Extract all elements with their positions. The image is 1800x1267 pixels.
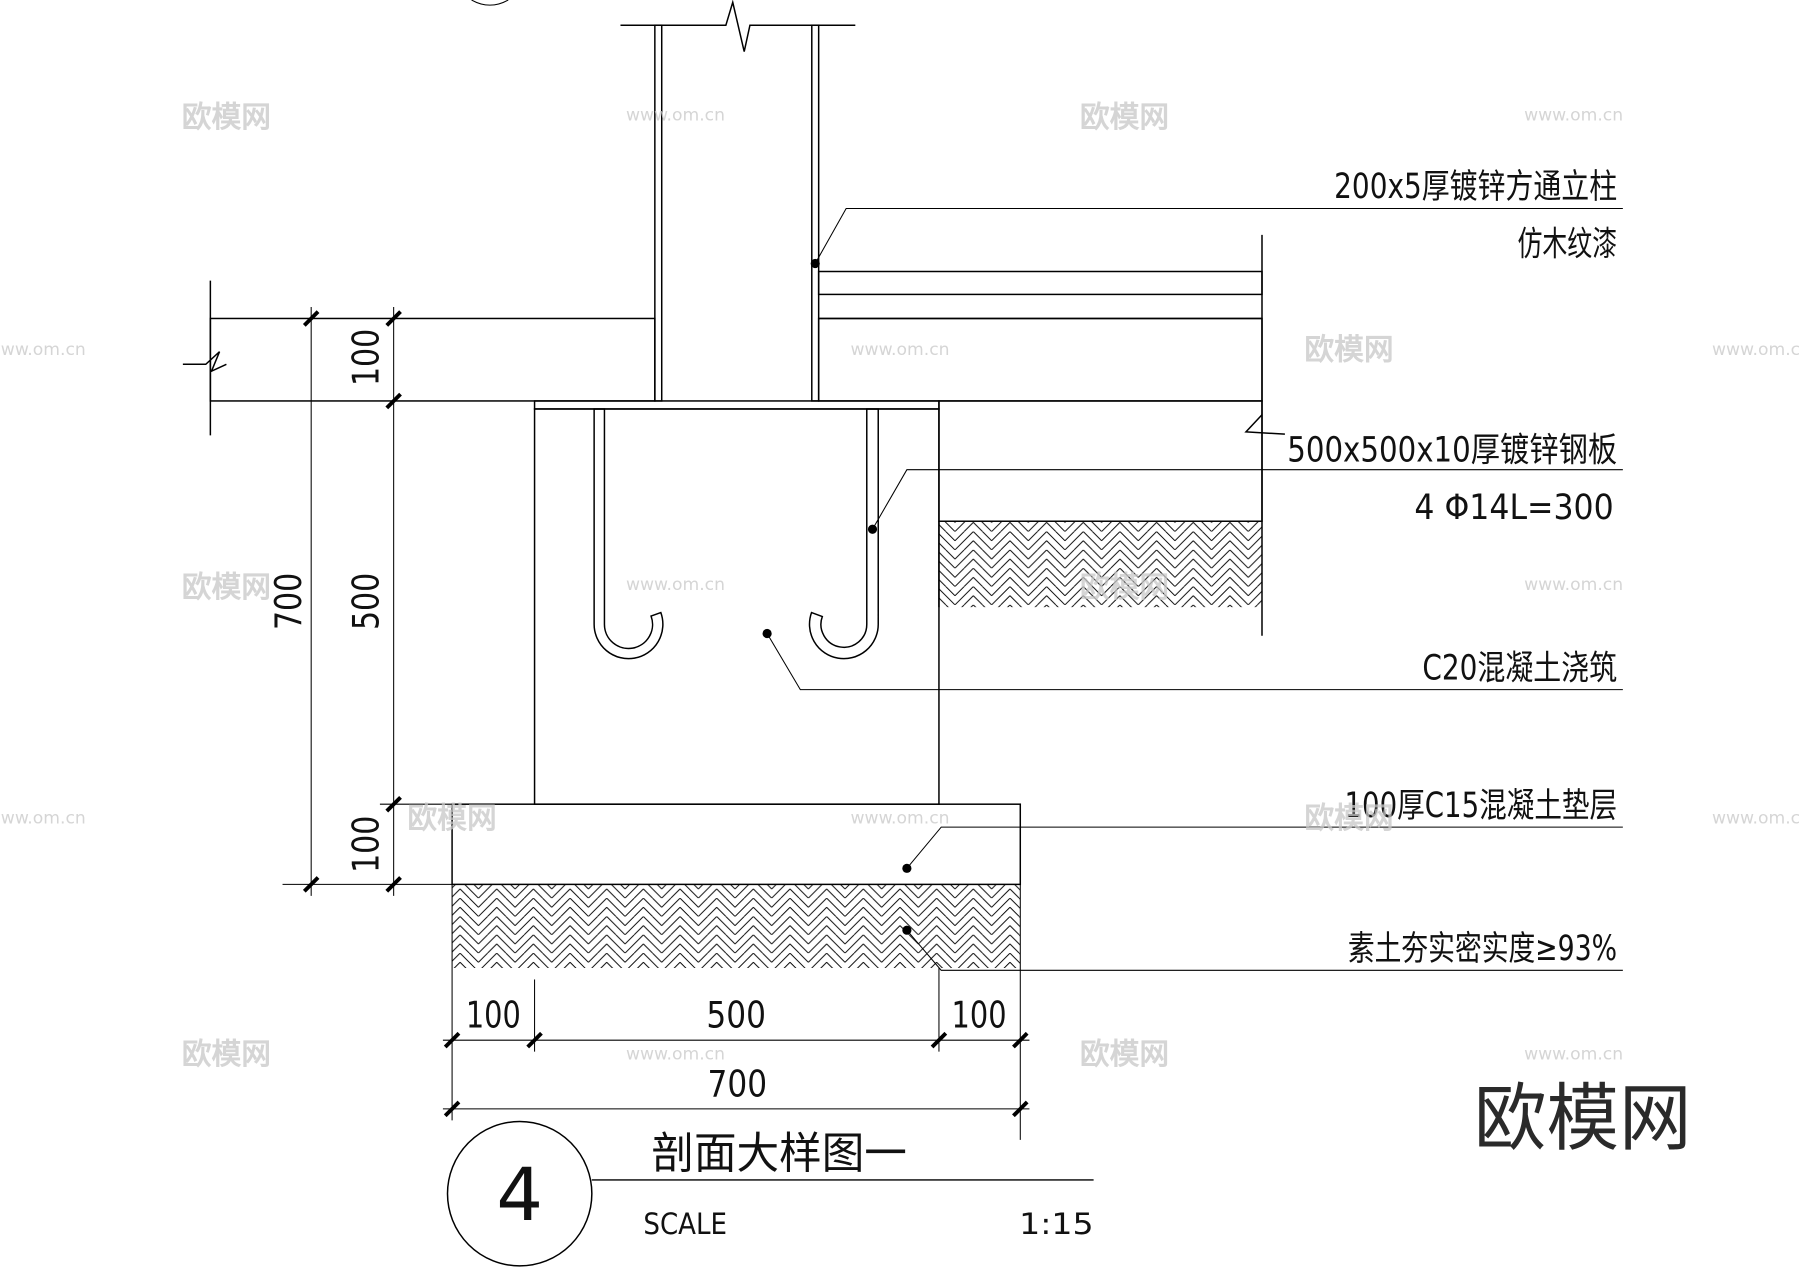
leader-dot — [762, 628, 772, 639]
watermark-url: www.om.cn — [0, 809, 86, 829]
callout-plate-spec: 500x500x10厚镀锌钢板 — [1287, 431, 1617, 471]
gravel-layer — [938, 400, 1263, 522]
column-break-line — [620, 0, 856, 52]
dim-tick — [1012, 1031, 1029, 1049]
callout-footing: C20混凝土浇筑 — [762, 628, 1623, 691]
leader-dot — [902, 863, 912, 873]
callout-soil: 素土夯实密实度≥93% — [902, 925, 1623, 971]
watermark-logo-large: 欧模网 — [1474, 1076, 1692, 1161]
right-ground-layers — [817, 234, 1285, 636]
paving-break-symbol — [182, 351, 227, 373]
watermark-logo: 欧模网 — [182, 1037, 271, 1072]
detail-number-circle — [446, 1120, 593, 1267]
watermark-logo: 欧模网 — [1304, 801, 1393, 836]
deck-layer — [817, 270, 1263, 296]
watermark-url: www.om.cn — [0, 340, 86, 360]
title-block: 4 剖面大样图一 SCALE 1:15 — [446, 1120, 1094, 1267]
dim-tick — [302, 876, 320, 893]
callout-footing-spec: C20混凝土浇筑 — [1422, 648, 1617, 688]
callout-base-plate: 500x500x10厚镀锌钢板 4 Φ14L=300 — [867, 431, 1623, 534]
scale-label: SCALE — [643, 1207, 727, 1242]
callout-pad-spec: 100厚C15混凝土垫层 — [1344, 786, 1617, 826]
leader-line — [906, 929, 1623, 971]
watermark-url: www.om.cn — [1712, 809, 1800, 829]
dim-tick — [930, 1031, 948, 1049]
dim-tick — [1012, 1100, 1029, 1118]
dim-tick — [526, 1031, 543, 1049]
dim-tick — [385, 310, 402, 327]
watermark-logo: 欧模网 — [182, 100, 271, 135]
watermark-url: www.om.cn — [1524, 575, 1623, 595]
drawing-title: 剖面大样图一 — [651, 1129, 906, 1179]
watermark-url: www.om.cn — [626, 1045, 725, 1065]
leader-line — [814, 207, 1623, 264]
paving-layer — [209, 317, 656, 402]
column-right-wall — [811, 24, 820, 402]
watermark-url: www.om.cn — [1524, 105, 1623, 125]
callout-column: 200x5厚镀锌方通立柱 仿木纹漆 — [810, 167, 1623, 269]
dim-vertical-footing: 500 — [345, 573, 388, 630]
dim-horizontal-right: 100 — [952, 994, 1007, 1037]
steel-column — [620, 0, 856, 402]
callout-rebar-spec: 4 Φ14L=300 — [1414, 488, 1613, 528]
watermark-logo: 欧模网 — [1080, 100, 1169, 135]
anchor-rebar-left — [593, 408, 664, 660]
watermark-logo: 欧模网 — [1080, 1037, 1169, 1072]
vertical-dimensions: 700 100 500 100 — [267, 307, 453, 896]
dim-vertical-overall: 700 — [267, 573, 310, 630]
dim-tick — [385, 392, 402, 410]
detail-number: 4 — [496, 1153, 543, 1238]
partial-callout-circle — [471, 0, 509, 6]
anchor-rebar-right — [808, 408, 879, 660]
leader-dot — [810, 258, 820, 269]
dim-tick — [443, 1031, 461, 1049]
callout-column-spec: 200x5厚镀锌方通立柱 — [1334, 167, 1617, 207]
watermark-url: www.om.cn — [1524, 1045, 1623, 1065]
column-left-wall — [654, 24, 663, 402]
leader-dot — [902, 925, 912, 935]
left-paving — [182, 280, 656, 436]
watermark-url: www.om.cn — [1712, 340, 1800, 360]
horizontal-dimensions: 100 500 100 700 — [442, 884, 1030, 1140]
callout-column-finish: 仿木纹漆 — [1517, 224, 1617, 264]
watermark-logo: 欧模网 — [1304, 333, 1393, 368]
base-plate — [533, 400, 940, 410]
leader-dot — [867, 524, 878, 534]
watermark-url: www.om.cn — [626, 575, 725, 595]
leader-line — [872, 469, 1623, 530]
watermark-logo: 欧模网 — [182, 570, 271, 605]
dim-horizontal-left: 100 — [466, 994, 521, 1037]
leader-line — [906, 826, 1623, 869]
callout-pad: 100厚C15混凝土垫层 — [902, 786, 1623, 873]
scale-value: 1:15 — [1019, 1207, 1093, 1242]
right-soil-layer — [938, 521, 1262, 608]
watermark-url: www.om.cn — [626, 105, 725, 125]
dim-tick — [443, 1100, 461, 1118]
watermark-logo: 欧模网 — [1080, 570, 1169, 605]
dim-tick — [302, 310, 320, 327]
dim-vertical-pad: 100 — [345, 816, 388, 873]
dim-tick — [385, 795, 402, 813]
compacted-soil — [452, 884, 1021, 969]
gravel-break-symbol — [1244, 414, 1285, 435]
watermark-url: www.om.cn — [850, 809, 949, 829]
dim-horizontal-overall: 700 — [708, 1062, 768, 1105]
leader-line — [766, 633, 1623, 691]
watermark-url: www.om.cn — [850, 340, 949, 360]
dim-horizontal-footing: 500 — [706, 994, 766, 1037]
watermark-logo: 欧模网 — [407, 801, 496, 836]
dim-tick — [385, 876, 402, 893]
dim-vertical-paving: 100 — [345, 329, 388, 386]
callout-soil-spec: 素土夯实密实度≥93% — [1348, 929, 1617, 969]
